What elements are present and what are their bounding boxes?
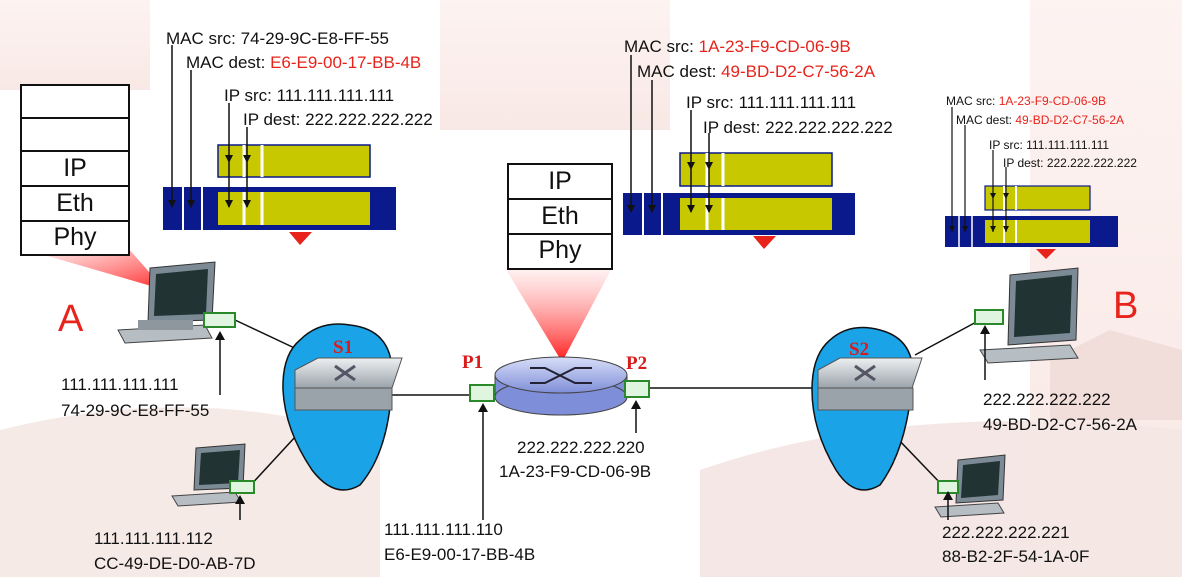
encapsulation-beam-router bbox=[505, 268, 612, 362]
frame2-datagram bbox=[679, 152, 833, 187]
host-b2-mac: 88-B2-2F-54-1A-0F bbox=[942, 547, 1090, 566]
frame3-ip-dest: IP dest: 222.222.222.222 bbox=[1003, 156, 1137, 170]
stack-layer-eth: Eth bbox=[509, 200, 611, 235]
host-a-label: A bbox=[58, 298, 84, 340]
host-a2-mac: CC-49-DE-D0-AB-7D bbox=[94, 554, 256, 573]
port-p2 bbox=[624, 380, 650, 398]
stack-layer-phy: Phy bbox=[53, 223, 97, 251]
port-p2-label: P2 bbox=[626, 353, 648, 374]
router-icon bbox=[494, 356, 628, 416]
host-a-nic bbox=[203, 312, 236, 328]
frame2-mac-src: MAC src: 1A-23-F9-CD-06-9B bbox=[624, 37, 851, 56]
switch-s1-icon bbox=[294, 357, 403, 411]
host-b2-ip: 222.222.222.221 bbox=[942, 523, 1070, 542]
port-p2-mac: 1A-23-F9-CD-06-9B bbox=[499, 462, 652, 481]
host-b-ip: 222.222.222.222 bbox=[983, 390, 1111, 409]
host-a2-ip: 111.111.111.112 bbox=[94, 529, 213, 548]
frame3-pointer-lines bbox=[951, 107, 1007, 232]
frame1-arrowheads bbox=[168, 155, 251, 208]
frame2-ip-dest: IP dest: 222.222.222.222 bbox=[703, 118, 893, 137]
port-p1-label: P1 bbox=[462, 352, 484, 373]
frame3-mac-src: MAC src: 1A-23-F9-CD-06-9B bbox=[946, 94, 1107, 108]
host-a-mac: 74-29-9C-E8-FF-55 bbox=[61, 401, 210, 420]
host-a2-nic bbox=[229, 480, 255, 494]
frame1-mac-src: MAC src: 74-29-9C-E8-FF-55 bbox=[166, 29, 389, 48]
frame3-arrowheads bbox=[949, 193, 1009, 232]
port-p1-ip: 111.111.111.110 bbox=[384, 520, 503, 539]
frame1-ip-dest: IP dest: 222.222.222.222 bbox=[243, 110, 433, 129]
frame1-pointer bbox=[289, 232, 312, 245]
frame1-ethernet-frame bbox=[163, 187, 396, 230]
frame3-ethernet-frame bbox=[945, 216, 1118, 247]
frame2-pointer bbox=[753, 236, 776, 249]
frame1-ip-src: IP src: 111.111.111.111 bbox=[224, 86, 395, 105]
host-a-ip: 111.111.111.111 bbox=[61, 375, 179, 394]
frame2-mac-dest: MAC dest: 49-BD-D2-C7-56-2A bbox=[637, 62, 876, 81]
host-b2-computer-icon bbox=[934, 454, 1006, 518]
port-p1-mac: E6-E9-00-17-BB-4B bbox=[384, 545, 536, 564]
frame1-datagram bbox=[217, 144, 371, 178]
stack-layer-transport bbox=[22, 119, 128, 152]
stack-layer-eth: Eth bbox=[22, 187, 128, 222]
switch-s1-label: S1 bbox=[333, 337, 354, 358]
stack-layer-ip: IP bbox=[22, 152, 128, 187]
switch-s2-label: S2 bbox=[849, 339, 870, 360]
encapsulation-beam-host-a bbox=[20, 248, 165, 290]
frame1-pointer-lines bbox=[171, 45, 248, 207]
frame1-mac-dest: MAC dest: E6-E9-00-17-BB-4B bbox=[186, 53, 422, 72]
frame2-arrowheads bbox=[627, 162, 713, 213]
stack-layer-ip: IP bbox=[509, 165, 611, 200]
frame2-ip-src: IP src: 111.111.111.111 bbox=[686, 93, 857, 112]
frame3-ip-src: IP src: 111.111.111.111 bbox=[989, 138, 1110, 152]
host-a-computer-icon bbox=[117, 261, 236, 344]
host-a2-computer-icon bbox=[171, 443, 255, 507]
host-b-nic bbox=[974, 309, 1004, 325]
switch-s2-icon bbox=[817, 357, 923, 411]
address-arrowheads bbox=[215, 325, 990, 504]
stack-layer-phy: Phy bbox=[538, 236, 582, 264]
host-b-computer-icon bbox=[974, 267, 1079, 364]
port-p2-ip: 222.222.222.220 bbox=[517, 438, 645, 457]
host-b-label: B bbox=[1113, 285, 1139, 327]
router-protocol-stack: IP Eth Phy bbox=[507, 163, 613, 270]
frame3-datagram bbox=[984, 185, 1091, 211]
frame3-mac-dest: MAC dest: 49-BD-D2-C7-56-2A bbox=[956, 113, 1125, 127]
stack-layer-application bbox=[22, 86, 128, 119]
frame2-ethernet-frame bbox=[623, 193, 855, 235]
host-b-mac: 49-BD-D2-C7-56-2A bbox=[983, 415, 1137, 434]
host-a-protocol-stack: IP Eth Phy bbox=[20, 84, 130, 256]
port-p1 bbox=[469, 384, 495, 402]
frame3-pointer bbox=[1036, 249, 1056, 259]
frame2-pointer-lines bbox=[630, 55, 710, 212]
